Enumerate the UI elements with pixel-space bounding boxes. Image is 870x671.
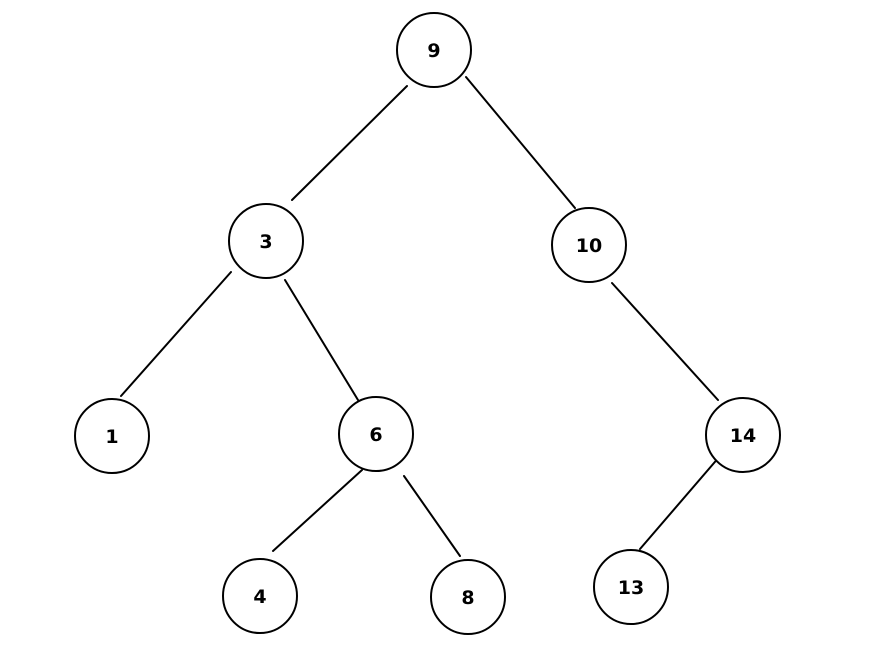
edge-n3-n6 [284,279,359,401]
edge-n14-n13 [639,455,721,550]
node-circle [338,396,414,472]
node-label: 8 [461,587,474,609]
edge-n3-n1 [120,271,232,397]
node-circle [396,12,472,88]
node-label: 13 [618,577,644,599]
tree-node-6: 6 [338,396,414,472]
node-circle [222,558,298,634]
node-circle [551,207,627,283]
edge-n9-n10 [465,76,576,209]
tree-node-9: 9 [396,12,472,88]
node-label: 6 [369,424,382,446]
tree-node-14: 14 [705,397,781,473]
node-label: 14 [730,425,756,447]
node-circle [74,398,150,474]
tree-node-10: 10 [551,207,627,283]
node-label: 9 [427,40,440,62]
node-circle [430,559,506,635]
tree-node-3: 3 [228,203,304,279]
edge-n9-n3 [291,85,408,201]
edge-n6-n4 [272,469,363,552]
tree-node-1: 1 [74,398,150,474]
edge-n6-n8 [403,475,461,557]
node-circle [593,549,669,625]
node-label: 3 [259,231,272,253]
tree-edges [120,76,721,557]
edge-n10-n14 [611,282,719,401]
node-circle [705,397,781,473]
node-label: 1 [105,426,118,448]
tree-nodes: 9 3 10 1 6 14 4 8 13 [74,12,781,635]
tree-node-4: 4 [222,558,298,634]
tree-node-13: 13 [593,549,669,625]
node-label: 4 [253,586,266,608]
node-circle [228,203,304,279]
tree-node-8: 8 [430,559,506,635]
node-label: 10 [576,235,602,257]
